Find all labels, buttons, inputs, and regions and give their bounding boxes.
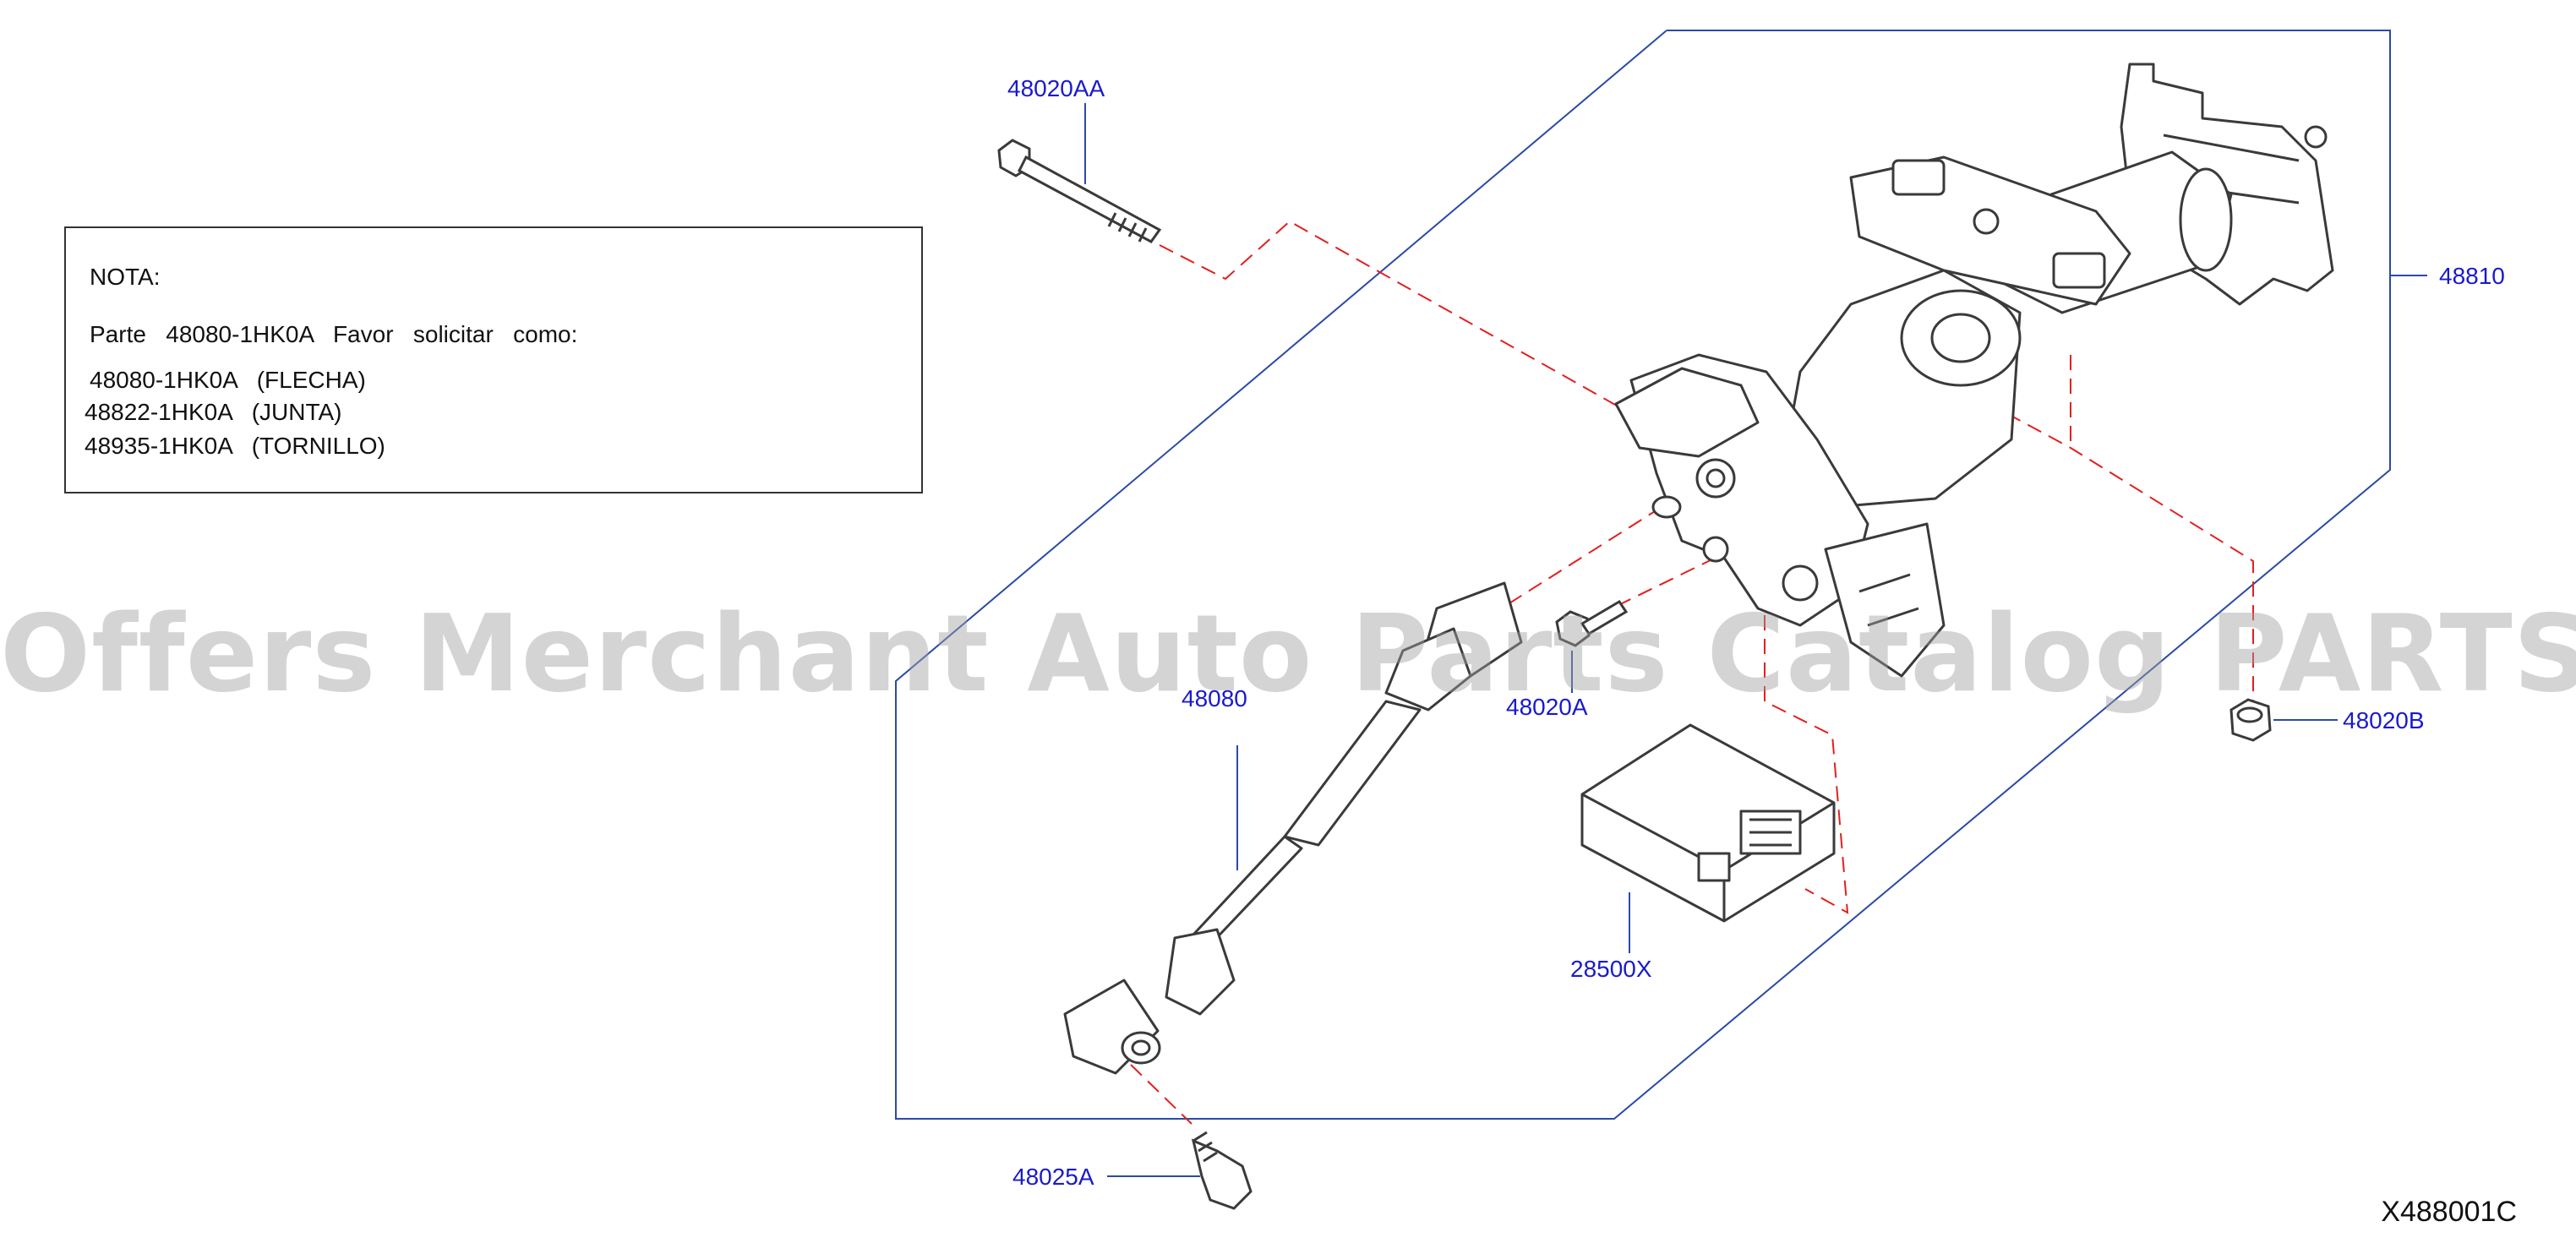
part-label-48020B[interactable]: 48020B	[2343, 707, 2425, 733]
bolt-48020A-icon	[1555, 599, 1629, 647]
part-label-48080[interactable]: 48080	[1182, 685, 1247, 712]
part-label-48020A[interactable]: 48020A	[1506, 694, 1588, 720]
note-line: Parte 48080-1HK0A Favor solicitar como:	[90, 321, 578, 347]
control-unit-28500X-icon	[1580, 723, 1836, 923]
note-title: NOTA:	[90, 264, 161, 290]
nut-48020B-icon	[2229, 698, 2272, 742]
part-label-48020AA[interactable]: 48020AA	[1007, 75, 1105, 101]
note-item-flecha: 48080-1HK0A (FLECHA)	[90, 367, 366, 393]
bolt-48020AA-icon	[997, 139, 1162, 243]
note-item-junta: 48822-1HK0A (JUNTA)	[85, 399, 342, 425]
note-item-tornillo: 48935-1HK0A (TORNILLO)	[85, 433, 385, 459]
assembly-boundary	[895, 30, 2391, 1120]
diagram-code: X488001C	[2381, 1196, 2517, 1228]
part-label-48025A[interactable]: 48025A	[1012, 1164, 1094, 1190]
part-label-28500X[interactable]: 28500X	[1570, 956, 1652, 982]
intermediate-shaft-48080-icon	[1063, 581, 1523, 1075]
note-box: NOTA: Parte 48080-1HK0A Favor solicitar …	[64, 226, 923, 493]
bolt-48025A-icon	[1191, 1131, 1253, 1210]
part-label-48810[interactable]: 48810	[2439, 263, 2505, 289]
steering-column-48810-icon	[1614, 63, 2334, 678]
leader-lines	[1084, 103, 2427, 1177]
